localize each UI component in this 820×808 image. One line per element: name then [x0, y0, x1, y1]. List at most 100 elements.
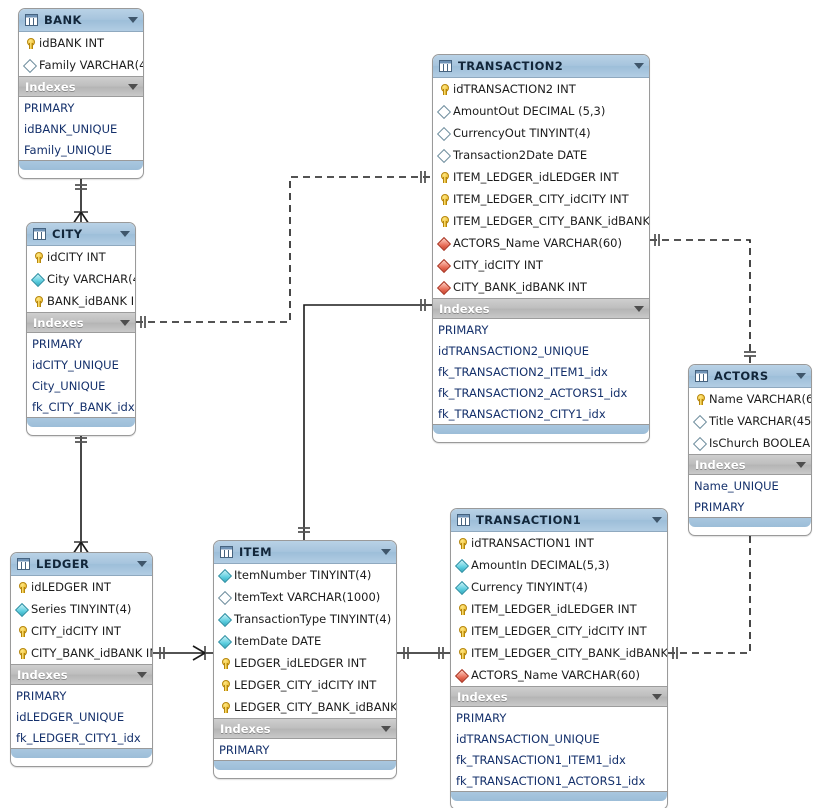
index-row[interactable]: PRIMARY — [16, 688, 67, 703]
index-row[interactable]: idTRANSACTION2_UNIQUE — [438, 343, 590, 358]
chevron-down-icon[interactable] — [128, 17, 138, 23]
chevron-down-icon[interactable] — [120, 231, 130, 237]
column-row[interactable]: idCITY INT — [27, 246, 135, 268]
column-row[interactable]: City VARCHAR(45) — [27, 268, 135, 290]
index-row[interactable]: Family_UNIQUE — [24, 142, 112, 157]
column-row[interactable]: ITEM_LEDGER_CITY_idCITY INT — [433, 188, 649, 210]
table-header-ledger[interactable]: LEDGER — [11, 553, 152, 576]
index-row[interactable]: idLEDGER_UNIQUE — [16, 709, 125, 724]
column-row[interactable]: Transaction2Date DATE — [433, 144, 649, 166]
column-row[interactable]: CITY_BANK_idBANK INT — [433, 276, 649, 298]
column-row[interactable]: Family VARCHAR(45) — [19, 54, 143, 76]
chevron-down-icon[interactable] — [796, 373, 806, 379]
index-row[interactable]: PRIMARY — [694, 499, 745, 514]
column-row[interactable]: ITEM_LEDGER_CITY_idCITY INT — [451, 620, 667, 642]
column-row[interactable]: ACTORS_Name VARCHAR(60) — [451, 664, 667, 686]
column-row[interactable]: CITY_idCITY INT — [11, 620, 152, 642]
column-foreign-icon — [455, 668, 469, 682]
chevron-down-icon[interactable] — [137, 561, 147, 567]
column-label: Title VARCHAR(45) — [709, 414, 812, 428]
column-row[interactable]: CurrencyOut TINYINT(4) — [433, 122, 649, 144]
chevron-down-icon[interactable] — [652, 693, 662, 700]
index-row[interactable]: fk_TRANSACTION2_ACTORS1_idx — [438, 385, 628, 400]
indexes-header-item[interactable]: Indexes — [214, 718, 396, 739]
column-row[interactable]: CITY_idCITY INT — [433, 254, 649, 276]
column-row[interactable]: Name VARCHAR(60) — [689, 388, 811, 410]
column-row[interactable]: idTRANSACTION1 INT — [451, 532, 667, 554]
index-row[interactable]: idCITY_UNIQUE — [32, 357, 119, 372]
column-row[interactable]: IsChurch BOOLEAN — [689, 432, 811, 454]
column-row[interactable]: idBANK INT — [19, 32, 143, 54]
column-label: LEDGER_CITY_BANK_idBANK INT — [234, 700, 397, 714]
column-row[interactable]: Title VARCHAR(45) — [689, 410, 811, 432]
indexes-header-ledger[interactable]: Indexes — [11, 664, 152, 685]
index-row[interactable]: PRIMARY — [438, 322, 489, 337]
chevron-down-icon[interactable] — [381, 549, 391, 555]
table-header-item[interactable]: ITEM — [214, 541, 396, 564]
chevron-down-icon[interactable] — [381, 725, 391, 732]
index-row[interactable]: PRIMARY — [219, 742, 270, 757]
column-row[interactable]: ITEM_LEDGER_CITY_BANK_idBANK INT — [433, 210, 649, 232]
column-label: idBANK INT — [39, 36, 105, 50]
table-header-bank[interactable]: BANK — [19, 9, 143, 32]
column-row[interactable]: idLEDGER INT — [11, 576, 152, 598]
chevron-down-icon[interactable] — [120, 319, 130, 326]
column-row[interactable]: ItemNumber TINYINT(4) — [214, 564, 396, 586]
index-row[interactable]: Name_UNIQUE — [694, 478, 779, 493]
index-row[interactable]: fk_TRANSACTION2_CITY1_idx — [438, 406, 606, 421]
index-row[interactable]: fk_TRANSACTION1_ITEM1_idx — [456, 752, 626, 767]
index-row[interactable]: PRIMARY — [24, 100, 75, 115]
index-row[interactable]: PRIMARY — [456, 710, 507, 725]
indexes-header-actors[interactable]: Indexes — [689, 454, 811, 475]
chevron-down-icon[interactable] — [652, 517, 662, 523]
table-header-actors[interactable]: ACTORS — [689, 365, 811, 388]
column-row[interactable]: ItemDate DATE — [214, 630, 396, 652]
table-header-transaction2[interactable]: TRANSACTION2 — [433, 55, 649, 78]
column-row[interactable]: LEDGER_CITY_BANK_idBANK INT — [214, 696, 396, 718]
chevron-down-icon[interactable] — [137, 671, 147, 678]
relationship-transaction1-actors-ticks — [672, 526, 756, 659]
column-row[interactable]: TransactionType TINYINT(4) — [214, 608, 396, 630]
table-bank[interactable]: BANK idBANK INT Family VARCHAR(45)IndexesP… — [18, 8, 144, 179]
column-row[interactable]: AmountIn DECIMAL(5,3) — [451, 554, 667, 576]
indexes-header-transaction1[interactable]: Indexes — [451, 686, 667, 707]
chevron-down-icon[interactable] — [634, 63, 644, 69]
column-row[interactable]: Series TINYINT(4) — [11, 598, 152, 620]
column-row[interactable]: LEDGER_CITY_idCITY INT — [214, 674, 396, 696]
indexes-header-city[interactable]: Indexes — [27, 312, 135, 333]
index-row[interactable]: PRIMARY — [32, 336, 83, 351]
chevron-down-icon[interactable] — [796, 461, 806, 468]
column-row[interactable]: ITEM_LEDGER_CITY_BANK_idBANK INT — [451, 642, 667, 664]
column-row[interactable]: CITY_BANK_idBANK INT — [11, 642, 152, 664]
column-row[interactable]: ACTORS_Name VARCHAR(60) — [433, 232, 649, 254]
index-row[interactable]: fk_TRANSACTION1_ACTORS1_idx — [456, 773, 646, 788]
relationship-city-transaction2-ticks — [140, 171, 426, 328]
chevron-down-icon[interactable] — [128, 83, 138, 90]
index-row[interactable]: fk_CITY_BANK_idx — [32, 399, 135, 414]
column-row[interactable]: ITEM_LEDGER_idLEDGER INT — [433, 166, 649, 188]
column-row[interactable]: AmountOut DECIMAL (5,3) — [433, 100, 649, 122]
indexes-header-transaction2[interactable]: Indexes — [433, 298, 649, 319]
column-row[interactable]: ItemText VARCHAR(1000) — [214, 586, 396, 608]
index-row[interactable]: idBANK_UNIQUE — [24, 121, 118, 136]
index-row[interactable]: fk_LEDGER_CITY1_idx — [16, 730, 141, 745]
column-row[interactable]: idTRANSACTION2 INT — [433, 78, 649, 100]
table-header-city[interactable]: CITY — [27, 223, 135, 246]
table-header-transaction1[interactable]: TRANSACTION1 — [451, 509, 667, 532]
index-row[interactable]: idTRANSACTION_UNIQUE — [456, 731, 600, 746]
indexes-header-bank[interactable]: Indexes — [19, 76, 143, 97]
column-row[interactable]: LEDGER_idLEDGER INT — [214, 652, 396, 674]
index-row[interactable]: fk_TRANSACTION2_ITEM1_idx — [438, 364, 608, 379]
index-row[interactable]: City_UNIQUE — [32, 378, 106, 393]
column-row[interactable]: BANK_idBANK INT — [27, 290, 135, 312]
column-row[interactable]: ITEM_LEDGER_idLEDGER INT — [451, 598, 667, 620]
column-row[interactable]: Currency TINYINT(4) — [451, 576, 667, 598]
chevron-down-icon[interactable] — [634, 305, 644, 312]
